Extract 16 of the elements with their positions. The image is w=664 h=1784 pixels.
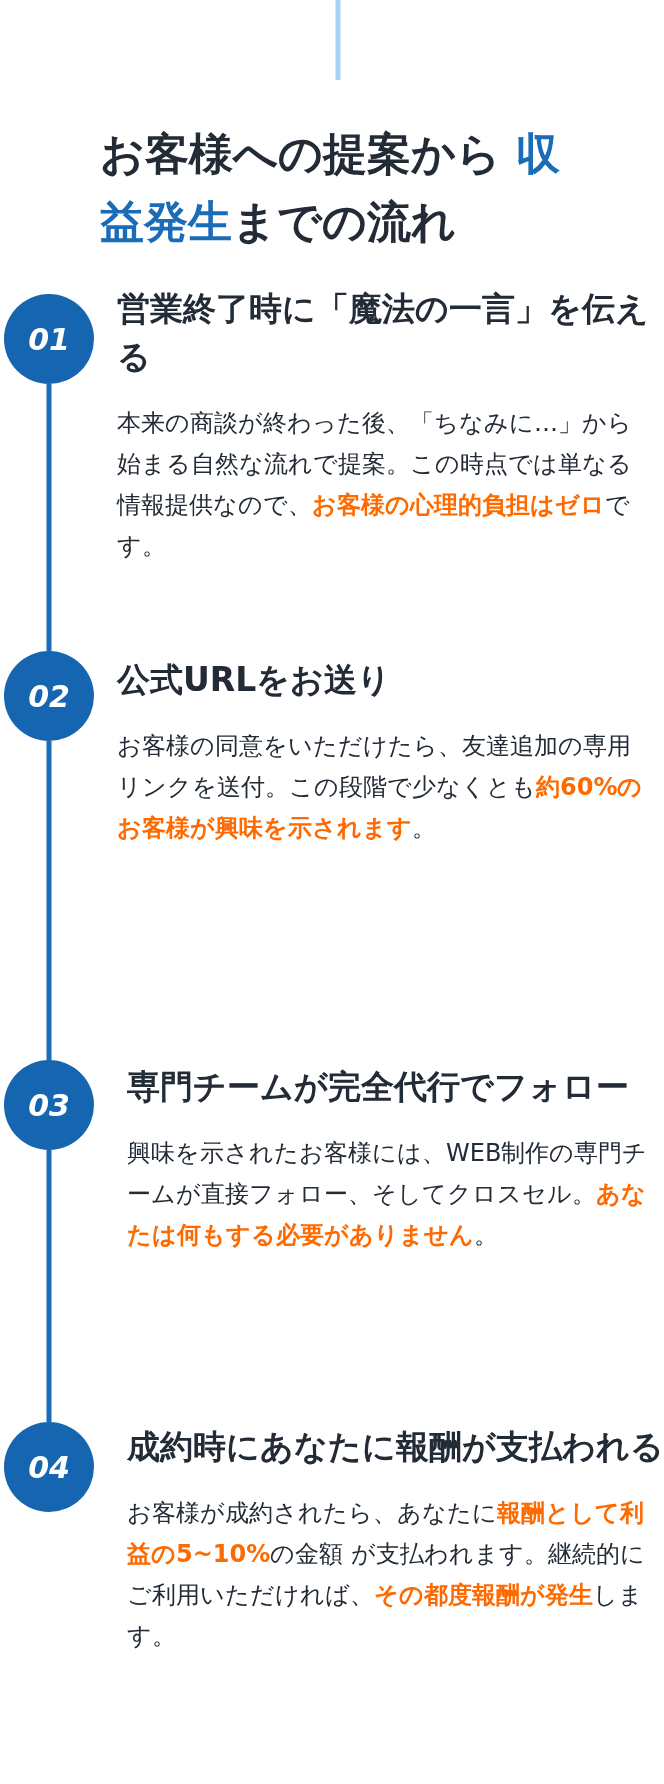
step-description: 興味を示されたお客様には、WEB制作の専門チームが直接フォロー、そしてクロスセル。あなたは何もする必要がありません。 <box>127 1138 649 1251</box>
step-number: 03 <box>28 1087 70 1123</box>
step-number: 02 <box>28 678 70 714</box>
timeline-line <box>46 1150 52 1422</box>
timeline-line <box>46 384 52 651</box>
step-description: 本来の商談が終わった後、「ちなみに…」から始まる自然な流れで提案。この時点では単なる情報提供なので、お客様の心理的負担はゼロです。 <box>117 408 633 562</box>
step-heading: 成約時にあなたに報酬が支払われる <box>127 1426 664 1468</box>
step-number: 01 <box>28 321 70 357</box>
step-heading: 専門チームが完全代行でフォロー <box>127 1066 630 1108</box>
step-heading: 公式URLをお送り <box>117 659 393 701</box>
step-heading: 営業終了時に「魔法の一言」を伝える <box>117 288 650 378</box>
timeline-line <box>46 741 52 1060</box>
step-description: お客様が成約されたら、あなたに報酬として利益の5~10%の金額 が支払われます。継続的にご利用いただければ、その都度報酬が発生します。 <box>127 1498 646 1652</box>
title: お客様への提案から 収益発生までの流れ <box>100 127 562 249</box>
step-description: お客様の同意をいただけたら、友達追加の専用リンクを送付。この段階で少なくとも約60%のお客様が興味を示されます。 <box>117 731 644 844</box>
step-number: 04 <box>28 1449 70 1485</box>
